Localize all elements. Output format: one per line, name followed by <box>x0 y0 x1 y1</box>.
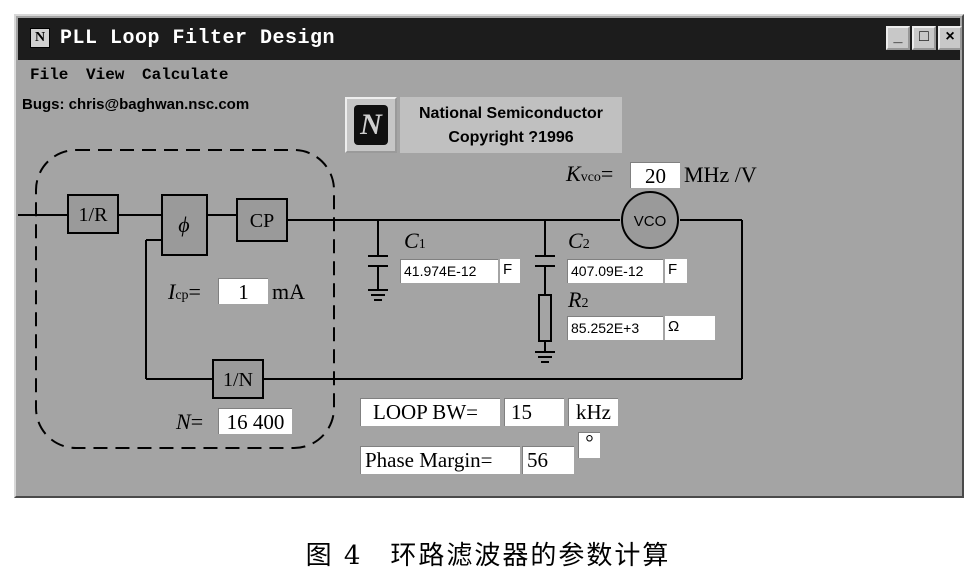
charge-pump-block <box>236 198 288 242</box>
title-bar[interactable]: N PLL Loop Filter Design _ □ × <box>18 18 962 60</box>
vco-block <box>621 191 679 249</box>
app-icon[interactable]: N <box>30 28 50 48</box>
figure-caption: 图 4 环路滤波器的参数计算 <box>305 541 671 571</box>
menu-bar: File View Calculate <box>18 62 960 90</box>
menu-view[interactable]: View <box>86 66 125 84</box>
phase-detector-label: ϕ <box>178 212 189 237</box>
phase-detector-block <box>161 194 208 256</box>
minimize-button[interactable]: _ <box>886 26 910 50</box>
pll-chip-boundary <box>35 149 335 449</box>
kvco-label: Kvco= <box>566 161 614 186</box>
loop-bw-label: LOOP BW= <box>360 398 500 426</box>
kvco-unit: MHz /V <box>684 162 757 187</box>
c2-value-field[interactable]: 407.09E-12 <box>567 259 663 283</box>
r2-unit: Ω <box>665 316 715 340</box>
icp-input[interactable]: 1 <box>218 278 268 304</box>
c2-label: C2 <box>568 228 590 253</box>
icp-label: Icp= <box>168 279 201 304</box>
icp-unit: mA <box>272 279 305 304</box>
maximize-button[interactable]: □ <box>912 26 936 50</box>
c2-unit: F <box>665 259 687 283</box>
r2-label: R2 <box>568 287 589 312</box>
menu-file[interactable]: File <box>30 66 69 84</box>
phase-margin-input[interactable]: 56 <box>522 446 574 474</box>
phase-margin-label: Phase Margin= <box>360 446 520 474</box>
div-n-label: 1/N <box>223 369 253 391</box>
window-title: PLL Loop Filter Design <box>60 27 336 50</box>
company-name: National Semiconductor <box>418 105 604 122</box>
company-panel: National Semiconductor Copyright ?1996 <box>400 97 622 153</box>
c1-value-field[interactable]: 41.974E-12 <box>400 259 498 283</box>
ns-logo-icon: N <box>354 105 388 145</box>
menu-calculate[interactable]: Calculate <box>142 66 229 84</box>
r2-value-field[interactable]: 85.252E+3 <box>567 316 663 340</box>
div-r-block <box>67 194 119 234</box>
bugs-contact: Bugs: chris@baghwan.nsc.com <box>22 96 250 113</box>
copyright-text: Copyright ?1996 <box>448 129 574 146</box>
loop-bw-input[interactable]: 15 <box>504 398 564 426</box>
n-input[interactable]: 16 400 <box>218 408 292 434</box>
phase-margin-unit: ° <box>578 432 600 458</box>
div-r-label: 1/R <box>79 204 109 226</box>
c1-label: C1 <box>404 228 426 253</box>
n-label: N= <box>176 409 204 434</box>
div-n-block <box>212 359 264 399</box>
c1-unit: F <box>500 259 520 283</box>
kvco-input[interactable]: 20 <box>630 162 680 188</box>
loop-bw-unit: kHz <box>568 398 618 426</box>
charge-pump-label: CP <box>250 210 274 232</box>
vco-label: VCO <box>634 213 667 230</box>
close-button[interactable]: × <box>938 26 962 50</box>
national-semiconductor-logo-button[interactable]: N <box>345 97 397 153</box>
